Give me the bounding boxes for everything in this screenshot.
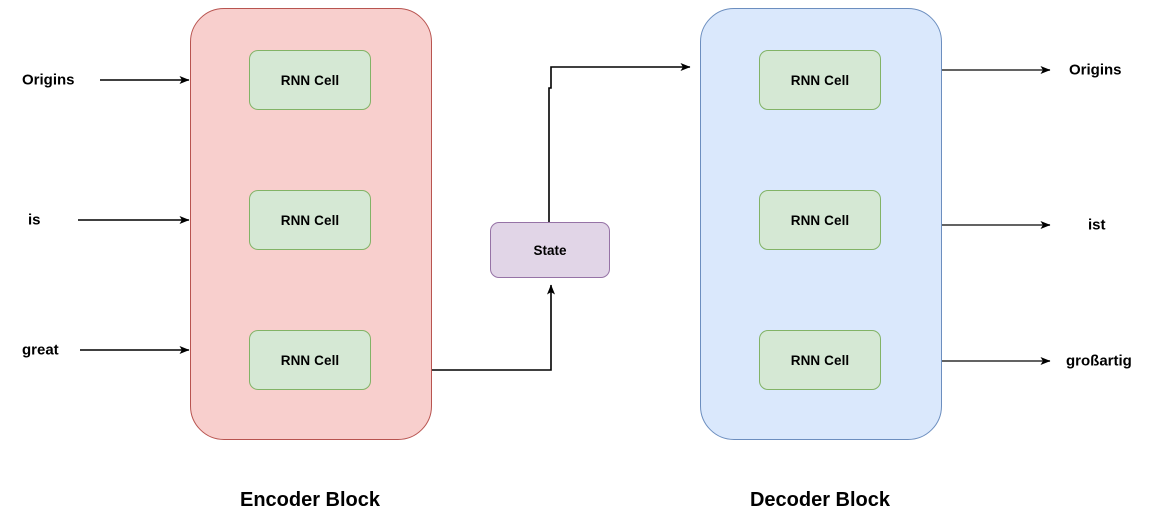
encoder-rnn-cell-2[interactable]: RNN Cell [249, 190, 371, 250]
encoder-block-caption: Encoder Block [239, 489, 381, 511]
decoder-rnn-cell-1[interactable]: RNN Cell [759, 50, 881, 110]
state-box[interactable]: State [490, 222, 610, 278]
encoder-to-state-connector [432, 284, 555, 371]
decoder-block-caption: Decoder Block [749, 489, 891, 511]
decoder-rnn-cell-3[interactable]: RNN Cell [759, 330, 881, 390]
output-label-grossartig: großartig [1066, 352, 1132, 370]
input-label-great: great [22, 341, 59, 359]
encoder-rnn-cell-3[interactable]: RNN Cell [249, 330, 371, 390]
input-label-origins: Origins [22, 71, 75, 89]
input-label-is: is [28, 211, 41, 229]
output-label-origins: Origins [1069, 61, 1122, 79]
state-to-decoder-connector [548, 63, 691, 222]
decoder-rnn-cell-2[interactable]: RNN Cell [759, 190, 881, 250]
output-label-ist: ist [1088, 216, 1106, 234]
encoder-rnn-cell-1[interactable]: RNN Cell [249, 50, 371, 110]
